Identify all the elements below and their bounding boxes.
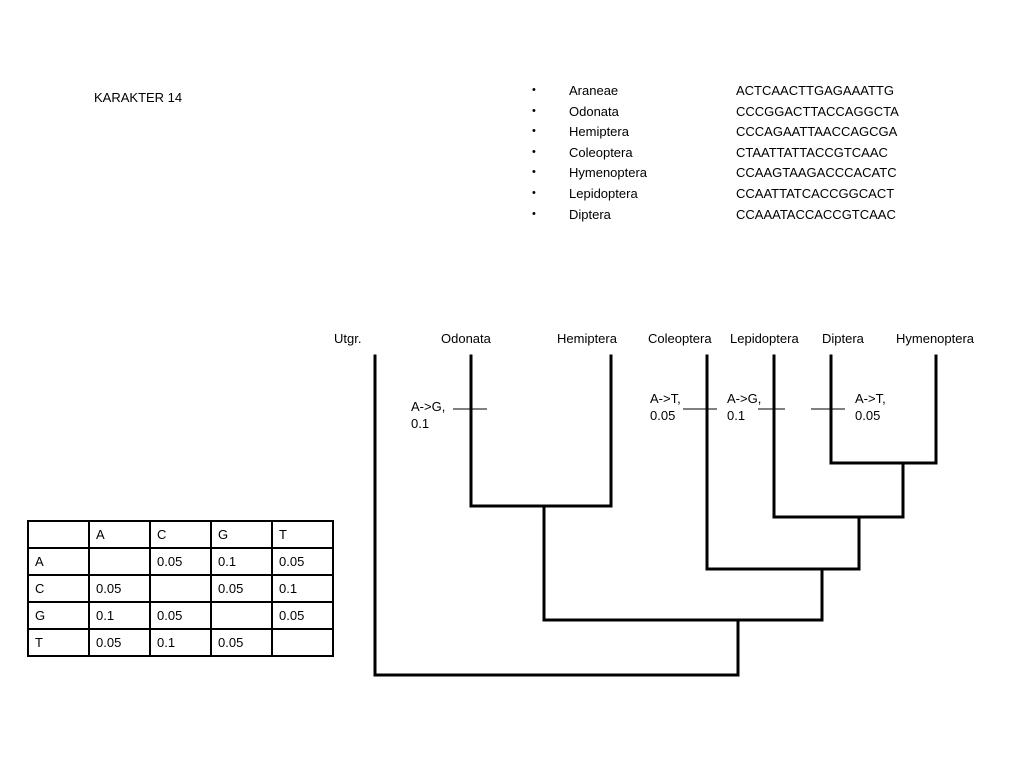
mutation-label: A->G, xyxy=(411,399,445,414)
table-cell: 0.05 xyxy=(210,574,273,603)
mutation-label: A->G, xyxy=(727,391,761,406)
table-cell: C xyxy=(27,574,90,603)
table-cell: 0.05 xyxy=(271,601,334,630)
table-cell xyxy=(88,547,151,576)
dna-sequence: CCCGGACTTACCAGGCTA xyxy=(736,103,899,119)
mutation-rate: 0.1 xyxy=(411,416,429,431)
table-cell: 0.05 xyxy=(210,628,273,657)
table-cell xyxy=(210,601,273,630)
bullet-icon: • xyxy=(532,166,536,179)
dna-sequence: CCAAGTAAGACCCACATC xyxy=(736,165,897,181)
leaf-label-utgr: Utgr. xyxy=(334,331,361,346)
bullet-icon: • xyxy=(532,125,536,138)
table-row: T 0.05 0.1 0.05 xyxy=(27,628,334,657)
substitution-matrix: A C G T A 0.05 0.1 0.05 C 0.05 0.05 0.1 … xyxy=(27,520,334,657)
slide-title: KARAKTER 14 xyxy=(94,90,183,105)
leaf-label-hemiptera: Hemiptera xyxy=(557,331,618,346)
leaf-label-lepidoptera: Lepidoptera xyxy=(730,331,799,346)
table-header-row: A C G T xyxy=(27,520,334,549)
table-cell: 0.05 xyxy=(88,628,151,657)
table-cell xyxy=(271,628,334,657)
table-cell: T xyxy=(27,628,90,657)
branch-lepidoptera xyxy=(772,354,905,519)
mutation-rate: 0.05 xyxy=(650,408,675,423)
bullet-icon: • xyxy=(532,186,536,199)
dna-sequence: CCAATTATCACCGGCACT xyxy=(736,185,895,201)
mutation-rate: 0.1 xyxy=(727,408,745,423)
branch-coleoptera xyxy=(705,354,861,571)
bullet-icon: • xyxy=(532,84,536,96)
leaf-label-odonata: Odonata xyxy=(441,331,492,346)
taxon-name: Odonata xyxy=(569,103,619,119)
table-cell: 0.1 xyxy=(88,601,151,630)
table-header-cell: T xyxy=(271,520,334,549)
dna-sequence: CCCAGAATTAACCAGCGA xyxy=(736,124,898,140)
table-cell: 0.1 xyxy=(271,574,334,603)
table-row: C 0.05 0.05 0.1 xyxy=(27,574,334,603)
taxon-name: Diptera xyxy=(569,206,611,222)
table-cell: 0.05 xyxy=(149,547,212,576)
bullet-icon: • xyxy=(532,145,536,158)
tree-branches xyxy=(373,354,938,677)
table-cell xyxy=(149,574,212,603)
table-cell: 0.1 xyxy=(149,628,212,657)
table-header-cell xyxy=(27,520,90,549)
branch-utgr xyxy=(373,354,740,677)
table-row: A 0.05 0.1 0.05 xyxy=(27,547,334,576)
table-header-cell: A xyxy=(88,520,151,549)
bullet-icon: • xyxy=(532,207,536,220)
mutation-label: A->T, xyxy=(855,391,886,406)
taxon-name: Hymenoptera xyxy=(569,165,648,181)
bullet-icon: • xyxy=(532,104,536,117)
mutation-label: A->T, xyxy=(650,391,681,406)
leaf-label-hymenoptera: Hymenoptera xyxy=(896,331,975,346)
taxon-name: Lepidoptera xyxy=(569,185,638,201)
mutation-rate: 0.05 xyxy=(855,408,880,423)
taxon-name: Hemiptera xyxy=(569,124,629,140)
dna-sequence: ACTCAACTTGAGAAATTG xyxy=(736,83,894,98)
dna-sequence: CCAAATACCACCGTCAAC xyxy=(736,206,896,222)
branch-odonata-hemiptera-stem xyxy=(542,504,824,622)
dna-sequence: CTAATTATTACCGTCAAC xyxy=(736,144,888,160)
table-cell: 0.05 xyxy=(271,547,334,576)
leaf-label-diptera: Diptera xyxy=(822,331,865,346)
branch-diptera-hymenoptera xyxy=(829,354,938,465)
table-header-cell: C xyxy=(149,520,212,549)
table-header-cell: G xyxy=(210,520,273,549)
taxon-name: Araneae xyxy=(569,83,619,98)
table-cell: 0.05 xyxy=(149,601,212,630)
branch-odonata-hemiptera xyxy=(469,354,613,508)
table-row: G 0.1 0.05 0.05 xyxy=(27,601,334,630)
table-cell: G xyxy=(27,601,90,630)
leaf-label-coleoptera: Coleoptera xyxy=(648,331,712,346)
taxon-name: Coleoptera xyxy=(569,144,633,160)
table-cell: A xyxy=(27,547,90,576)
table-cell: 0.05 xyxy=(88,574,151,603)
table-cell: 0.1 xyxy=(210,547,273,576)
